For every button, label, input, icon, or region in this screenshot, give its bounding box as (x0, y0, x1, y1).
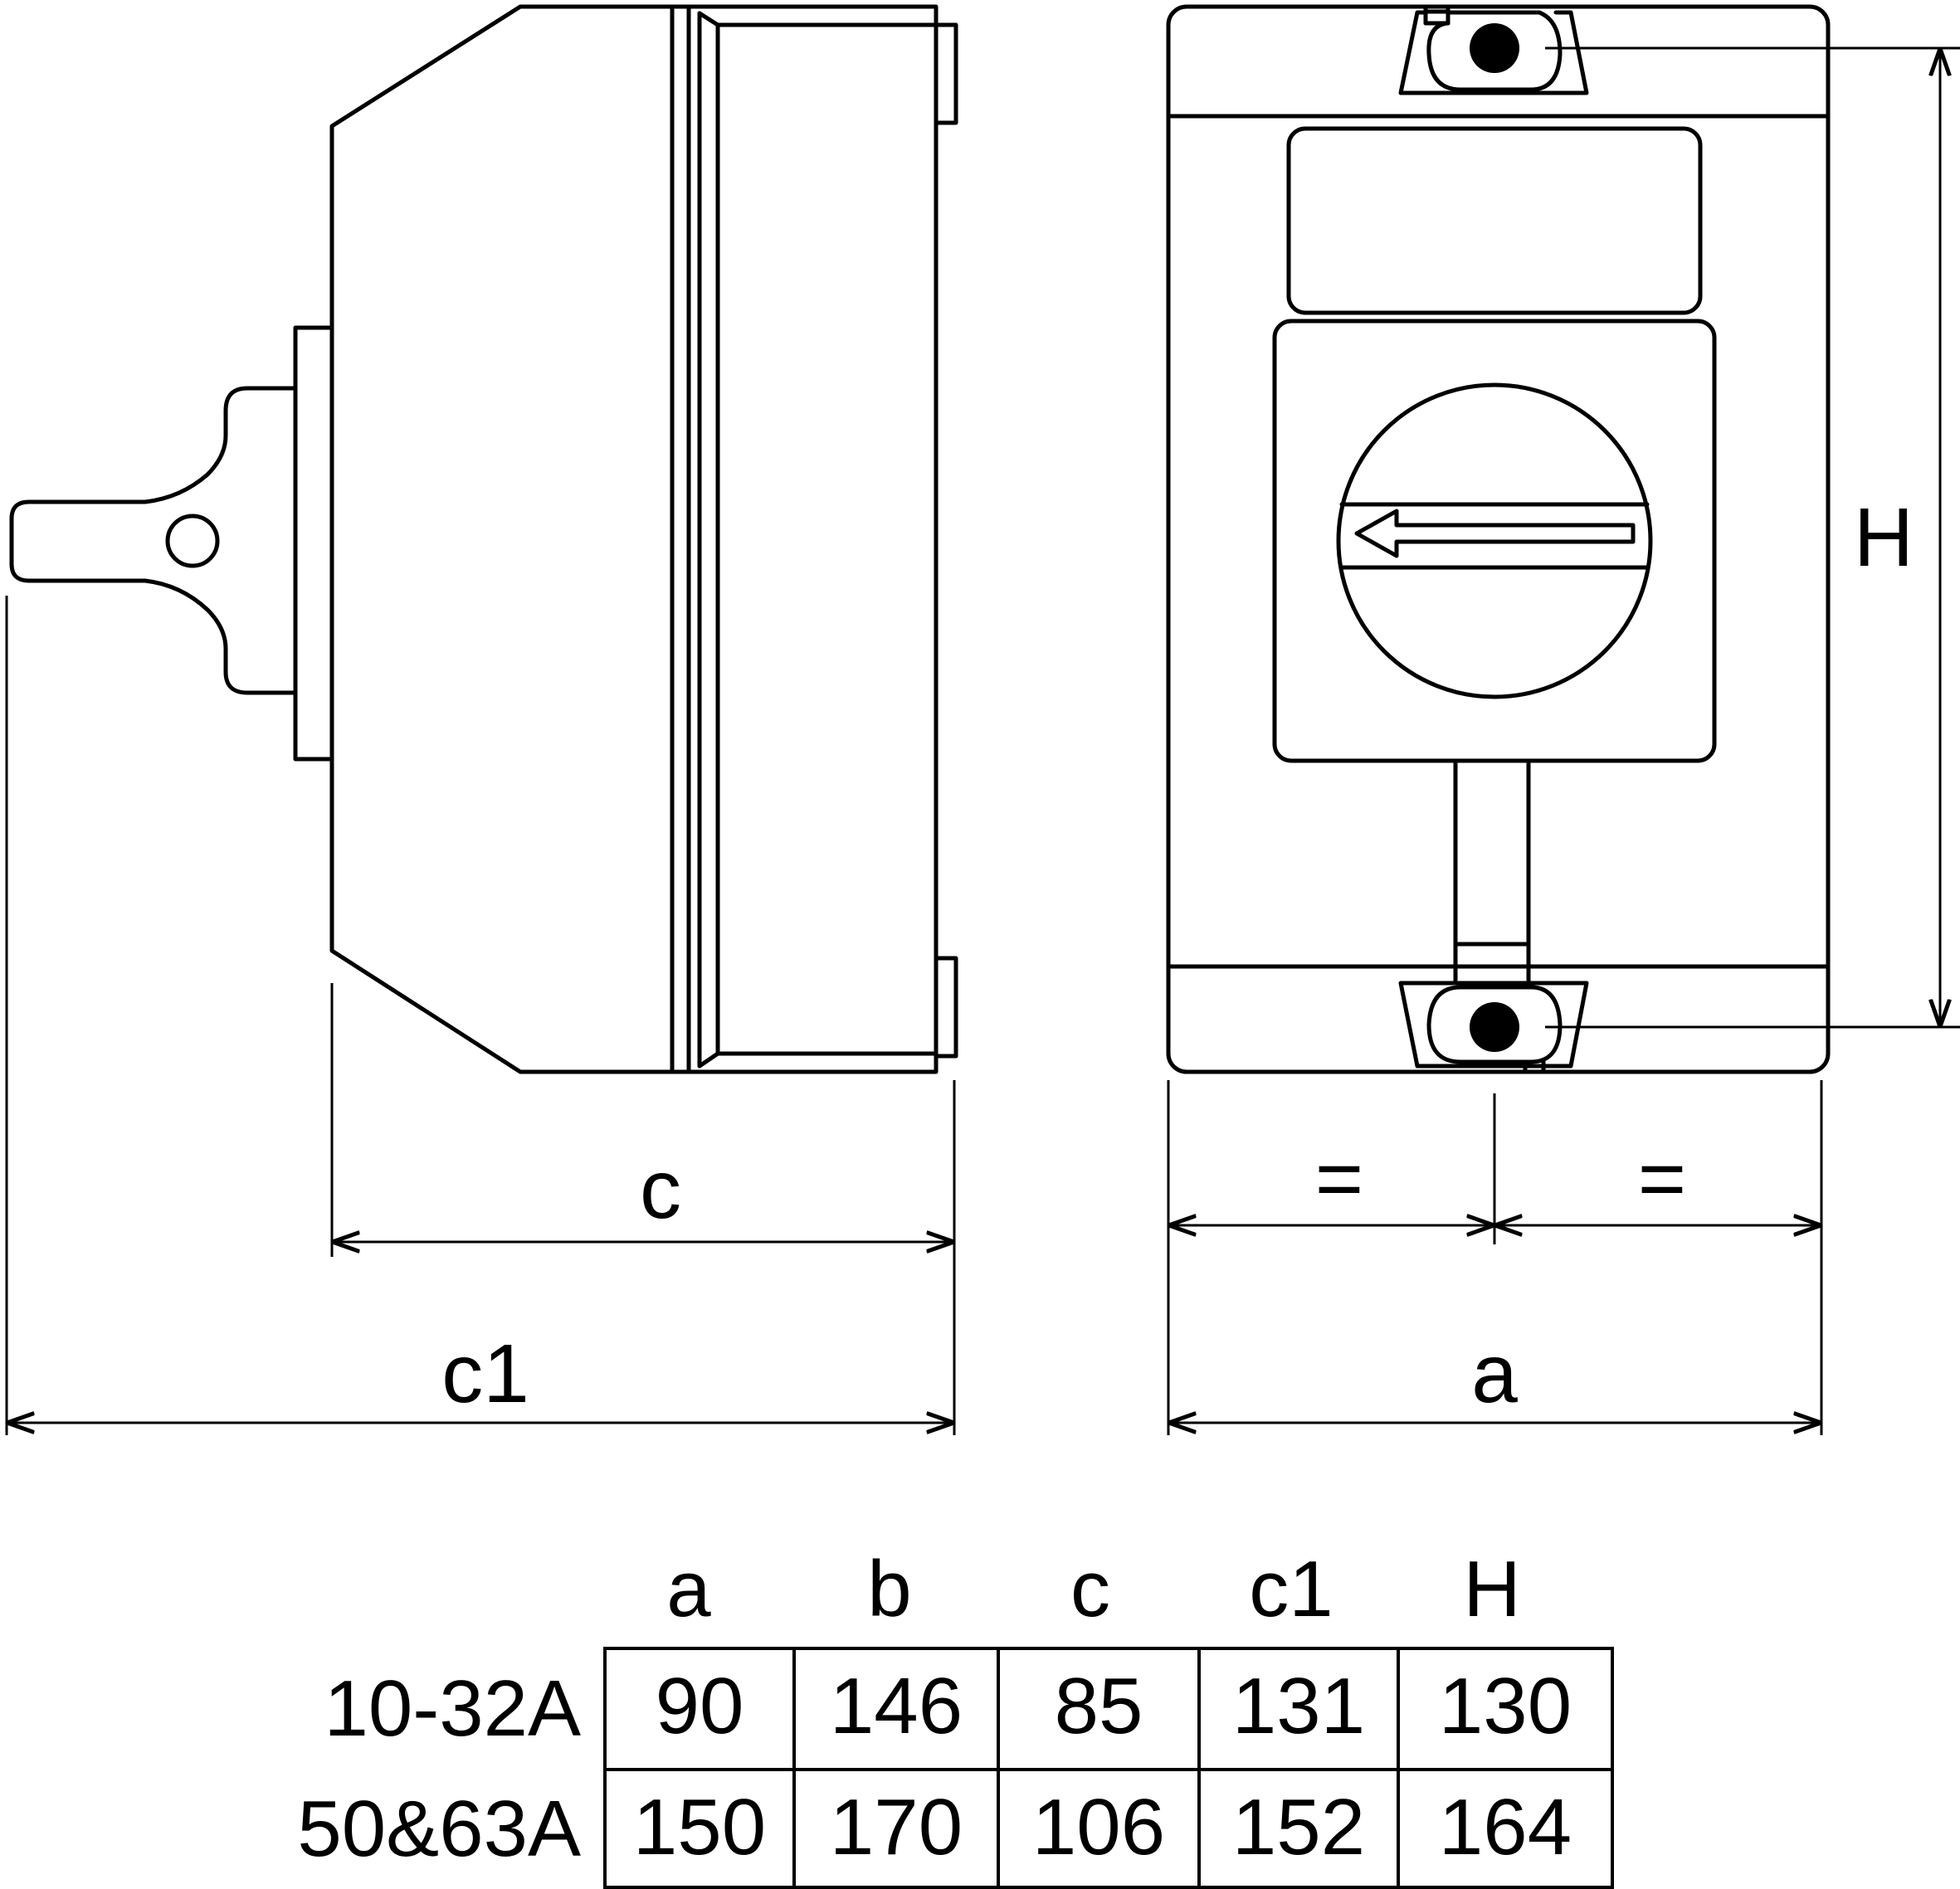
label-H: H (1854, 491, 1914, 584)
table-cell: 170 (792, 1768, 1000, 1889)
table-cell: 146 (792, 1647, 1000, 1771)
column-header: H (1463, 1545, 1521, 1633)
side-view (9, 4, 958, 1074)
top-mounting-hole (1398, 4, 1589, 95)
dimension-lines: c c1 = = a H (5, 46, 1960, 1435)
label-c1: c1 (441, 1327, 529, 1420)
label-c: c (640, 1143, 681, 1236)
rotary-knob (1336, 382, 1653, 699)
column-header: b (867, 1545, 912, 1633)
column-header: a (666, 1545, 711, 1633)
side-body-outline (329, 4, 939, 1074)
arrow-icon (1354, 509, 1636, 558)
front-body-outline (1166, 4, 1831, 1074)
row-label: 50&63A (297, 1784, 581, 1873)
label-a: a (1471, 1327, 1518, 1420)
column-header: c1 (1249, 1545, 1333, 1633)
bottom-mounting-hole (1398, 981, 1589, 1074)
side-handle (9, 386, 298, 695)
table-cell: 90 (603, 1647, 796, 1771)
table-cell: 130 (1397, 1647, 1614, 1771)
front-view (1166, 4, 1831, 1074)
table-cell: 131 (1197, 1647, 1400, 1771)
table-cell: 150 (603, 1768, 796, 1889)
table-cell: 106 (997, 1768, 1201, 1889)
table-cell: 85 (997, 1647, 1201, 1771)
label-equal-right: = (1638, 1132, 1686, 1225)
row-label: 10-32A (324, 1664, 581, 1753)
table-cell: 152 (1197, 1768, 1400, 1889)
label-equal-left: = (1315, 1132, 1363, 1225)
table-cell: 164 (1397, 1768, 1614, 1889)
column-header: c (1070, 1545, 1110, 1633)
label-window (1286, 126, 1703, 315)
